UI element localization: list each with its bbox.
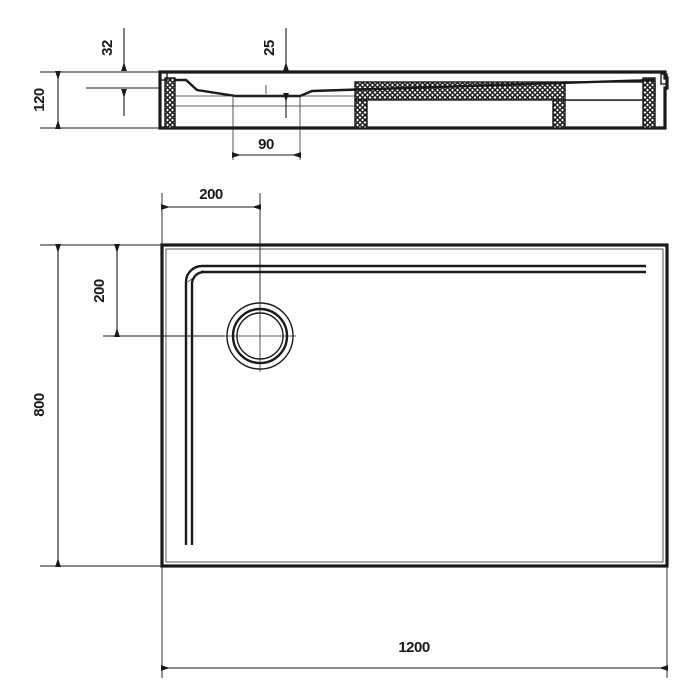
- dim-label-200-left: 200: [91, 279, 108, 303]
- dim-label-200-top: 200: [199, 186, 223, 203]
- dim-label-120: 120: [31, 88, 48, 112]
- dimension-120: 120: [31, 71, 165, 129]
- dim-label-800: 800: [31, 393, 48, 417]
- plan-view: 200 200 800 1200: [31, 186, 669, 678]
- plan-corner-chamfer: [187, 269, 204, 283]
- rib-vert-b: [552, 99, 566, 129]
- dimension-200-left: 200: [91, 244, 120, 337]
- cavity-upper-right: [564, 81, 644, 101]
- rib-vert-a: [354, 99, 368, 129]
- dim-label-90: 90: [258, 136, 274, 153]
- section-view: 120 32 25 90: [31, 28, 669, 160]
- plan-basin-outline: [184, 264, 646, 545]
- dimension-25: 25: [261, 28, 289, 118]
- dimension-32: 32: [86, 28, 160, 116]
- dimension-200-top: 200: [161, 186, 261, 210]
- plan-rim-inner-line: [165, 248, 664, 563]
- dim-label-32: 32: [99, 40, 116, 56]
- dimension-1200: 1200: [161, 566, 668, 678]
- drain-outlet: [224, 300, 296, 372]
- dimension-90: 90: [232, 136, 301, 158]
- dim-label-1200: 1200: [398, 639, 430, 656]
- dim-label-25: 25: [261, 40, 278, 56]
- plan-outer-outline: [160, 243, 669, 568]
- dimension-800: 800: [31, 244, 162, 567]
- rib-right: [642, 77, 656, 129]
- rib-left: [164, 77, 176, 129]
- rim-notch-right: [660, 73, 668, 85]
